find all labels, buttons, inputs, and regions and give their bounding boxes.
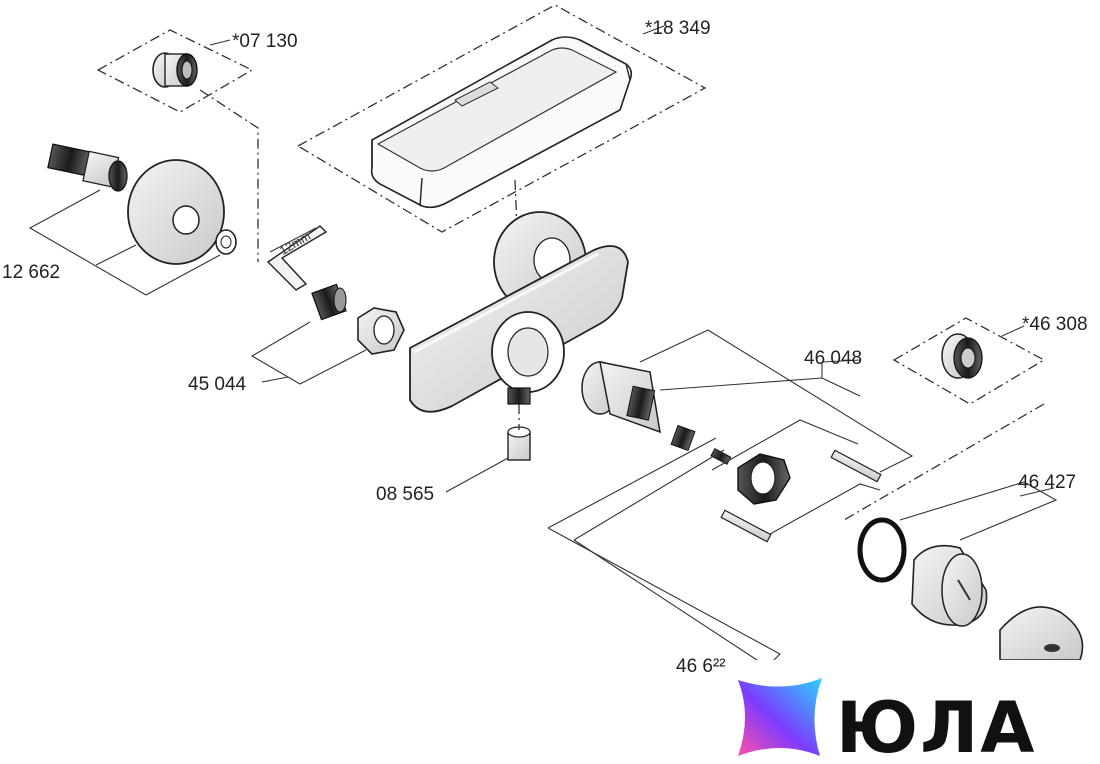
part-07130-fitting [152, 52, 198, 88]
label-46308: *46 308 [1022, 314, 1088, 335]
part-12662-flange [127, 159, 225, 265]
handle-sleeve [911, 544, 988, 627]
pin-upper [830, 449, 882, 483]
yula-watermark: ЮЛА [730, 660, 1100, 764]
label-12662: 12 662 [2, 262, 60, 283]
part-12662-valve [47, 143, 128, 192]
label-46682: 46 6²² [676, 656, 726, 677]
part-12662-washer [215, 229, 237, 255]
part-group-46427: 46 427 [857, 472, 1084, 661]
part-group-07130: *07 130 [96, 29, 298, 262]
part-45044-nipple [311, 283, 347, 321]
valve-body [409, 211, 629, 413]
retaining-ring [737, 453, 791, 505]
part-group-18349: *18 349 [296, 4, 711, 301]
label-08565: 08 565 [376, 484, 434, 505]
part-group-08565: 08 565 [376, 404, 531, 505]
watermark-text: ЮЛА [836, 687, 1036, 764]
part-group-45044: 45 044 [188, 283, 405, 395]
label-45044: 45 044 [188, 374, 247, 395]
label-07130: *07 130 [232, 31, 298, 52]
part-group-12662: 12 662 [2, 143, 237, 296]
part-45044-nut [357, 307, 405, 355]
thermostat-cartridge [581, 361, 696, 452]
hex-key-tool: 12mm [266, 225, 328, 291]
part-group-46308: *46 308 [843, 314, 1088, 521]
o-ring [857, 517, 907, 583]
label-46427: 46 427 [1018, 472, 1076, 493]
yula-star-logo-icon [738, 678, 822, 756]
label-18349: *18 349 [645, 18, 711, 39]
label-46048: 46 048 [804, 348, 862, 369]
part-group-46048: 46 048 [581, 329, 914, 543]
label-wrench-size: 12mm [277, 229, 313, 258]
part-46308-cap [941, 333, 983, 379]
shelf-tray [370, 36, 633, 209]
handle-knob [999, 606, 1084, 661]
pin-lower [720, 509, 772, 543]
